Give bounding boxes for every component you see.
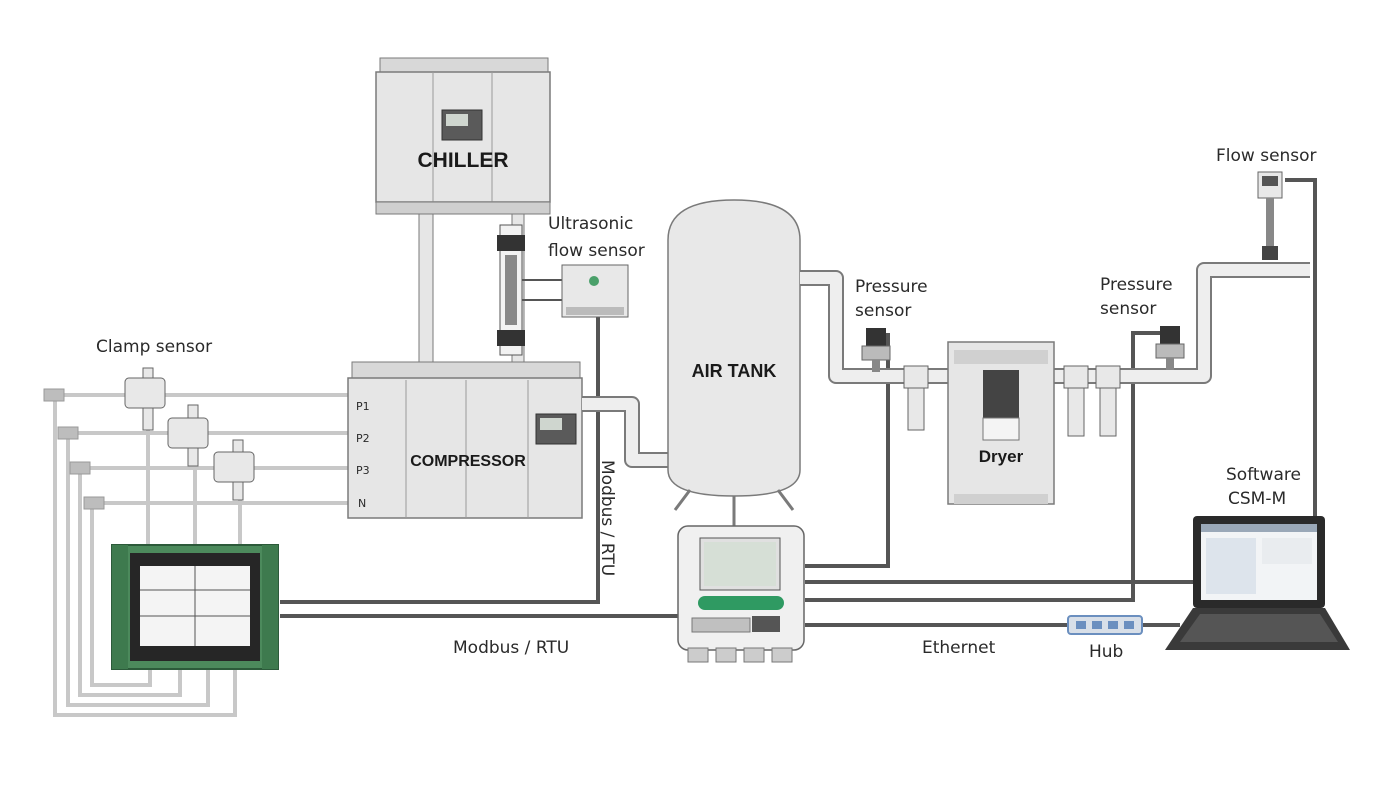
software-label-1: Software (1226, 465, 1301, 485)
laptop-software: Software CSM-M (1165, 465, 1350, 650)
software-label-2: CSM-M (1228, 489, 1286, 509)
flow-sensor: Flow sensor (1216, 146, 1317, 260)
clamp-sensors (124, 367, 255, 501)
clamp-sensor-label: Clamp sensor (96, 337, 212, 357)
ultrasonic-label-2: flow sensor (548, 241, 645, 261)
hub-label: Hub (1089, 642, 1123, 662)
filter-1 (903, 365, 929, 431)
phase-p3-label: P3 (356, 464, 370, 477)
pressure-sensor-2-label-2: sensor (1100, 299, 1156, 319)
compressor-label: COMPRESSOR (410, 453, 526, 470)
pressure-sensor-1-label-2: sensor (855, 301, 911, 321)
flow-sensor-label: Flow sensor (1216, 146, 1317, 166)
ethernet-label: Ethernet (922, 638, 996, 658)
plug-ends (43, 388, 105, 510)
pressure-sensor-2-label-1: Pressure (1100, 275, 1173, 295)
ultrasonic-flow-sensor: Ultrasonic flow sensor (497, 214, 645, 356)
dryer-label: Dryer (979, 447, 1024, 466)
compressor-unit: COMPRESSOR P1 P2 P3 N (347, 361, 583, 519)
phase-n-label: N (358, 497, 366, 510)
data-cables (280, 178, 1317, 627)
modbus-vertical-label: Modbus / RTU (597, 460, 617, 576)
pressure-sensor-1: Pressure sensor (855, 277, 928, 372)
network-hub: Hub (1067, 615, 1143, 662)
air-tank-label: AIR TANK (692, 361, 777, 381)
filter-2 (1063, 365, 1121, 437)
central-datalogger (677, 525, 805, 663)
chiller-unit: CHILLER (375, 57, 551, 215)
ultrasonic-label-1: Ultrasonic (548, 214, 633, 234)
clamp-datalogger (111, 544, 279, 670)
phase-p2-label: P2 (356, 432, 370, 445)
phase-p1-label: P1 (356, 400, 370, 413)
dryer-unit: Dryer (947, 341, 1055, 505)
clamp-wiring (53, 393, 355, 717)
pressure-sensor-1-label-1: Pressure (855, 277, 928, 297)
air-tank: AIR TANK (667, 199, 801, 530)
pressure-sensor-2: Pressure sensor (1100, 275, 1185, 370)
modbus-bottom-label: Modbus / RTU (453, 638, 569, 658)
chiller-label: CHILLER (418, 149, 509, 172)
